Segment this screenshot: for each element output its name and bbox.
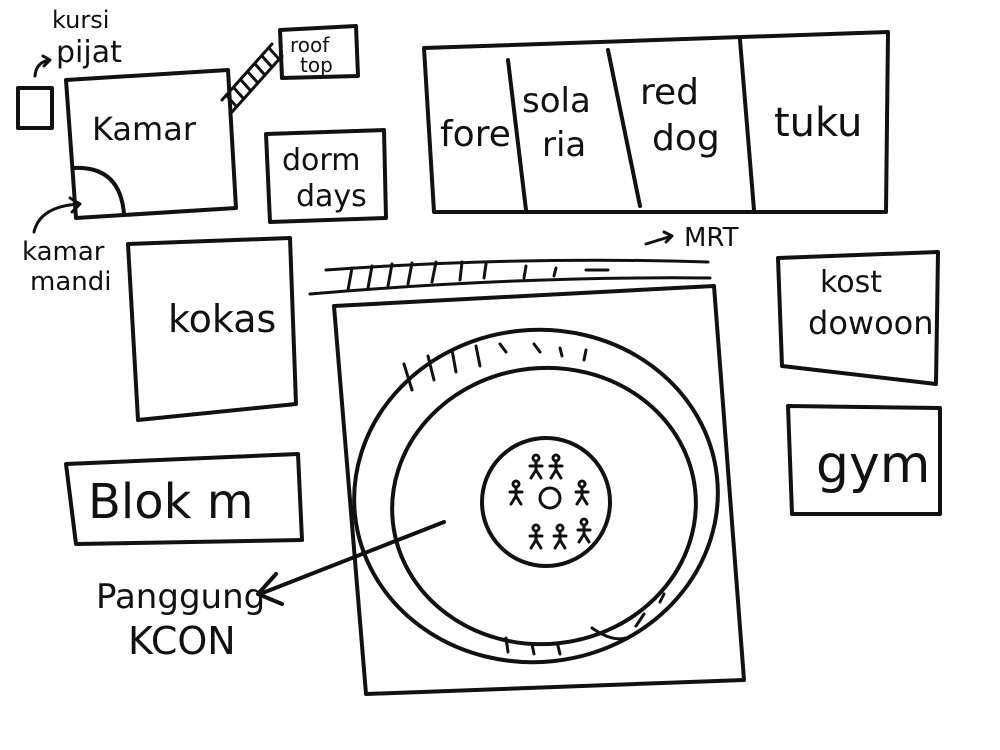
kamar-mandi-arrow	[32, 196, 82, 234]
rooftop-label-2: top	[300, 53, 333, 77]
blok-m-group: Blok m	[64, 452, 304, 546]
red-dog-label-1: red	[640, 72, 699, 113]
kokas-box	[126, 236, 298, 422]
mrt-label: MRT	[684, 223, 739, 253]
food-strip-group: fore sola ria red dog tuku	[422, 30, 890, 214]
kamar-label: Kamar	[92, 110, 197, 148]
performer-figure	[574, 486, 590, 506]
performer-figure	[528, 530, 544, 550]
stadium-seat-ticks-top	[402, 342, 588, 392]
kamar-group: Kamar kamar mandi	[22, 68, 238, 297]
stadium-group	[256, 258, 746, 696]
kost-dowoon-box	[776, 250, 940, 386]
dorm-days-box	[264, 128, 388, 224]
rooftop-group: roof top	[278, 24, 360, 80]
kursi-pijat-group: kursi pijat	[16, 6, 122, 130]
kost-dowoon-label-2: dowoon	[808, 304, 934, 342]
solaria-label-1: sola	[522, 81, 591, 121]
tuku-label: tuku	[774, 100, 862, 146]
gym-box	[786, 404, 942, 516]
kursi-pijat-arrow	[33, 54, 52, 78]
stadium-seat-ticks-bottom	[504, 592, 666, 656]
performer-figure	[548, 460, 564, 480]
dorm-days-label-1: dorm	[282, 143, 360, 178]
kamar-mandi-arc	[72, 165, 126, 216]
stadium-roof-line-2	[308, 276, 712, 296]
performers	[508, 453, 592, 550]
stage-center	[538, 486, 562, 510]
performer-figure	[576, 524, 592, 544]
mrt-arrow	[644, 230, 674, 246]
dorm-days-label-2: days	[296, 179, 367, 214]
stadium-seating-inner	[390, 365, 698, 647]
rooftop-label-1: roof	[290, 33, 330, 57]
kamar-box	[64, 68, 238, 220]
blok-m-label: Blok m	[88, 474, 253, 530]
performer-figure	[528, 460, 544, 480]
gym-group: gym	[786, 404, 942, 516]
kokas-group: kokas	[126, 236, 298, 422]
panggung-arrow	[256, 520, 446, 606]
kursi-pijat-label-1: kursi	[52, 6, 109, 34]
blok-m-box	[64, 452, 304, 546]
mrt-group: MRT	[644, 223, 739, 253]
fore-label: fore	[440, 114, 511, 155]
panggung-label-2: KCON	[128, 619, 236, 663]
kokas-label: kokas	[168, 297, 276, 341]
stadium-roof-ticks	[346, 260, 610, 292]
stage-circle	[480, 436, 612, 568]
performer-figure	[552, 530, 568, 550]
solaria-label-2: ria	[542, 125, 586, 165]
kursi-pijat-label-2: pijat	[56, 35, 122, 70]
performer-figure	[508, 486, 524, 506]
panggung-label-1: Panggung	[96, 577, 265, 617]
stadium-roof-line-1	[324, 258, 710, 272]
dorm-days-group: dorm days	[264, 128, 388, 224]
stadium-seating-outer	[352, 327, 720, 665]
kost-dowoon-group: kost dowoon	[776, 250, 940, 386]
rooftop-box	[278, 24, 360, 80]
red-dog-label-2: dog	[652, 118, 720, 159]
kamar-mandi-label-2: mandi	[30, 267, 111, 297]
stadium-outer-box	[332, 284, 746, 696]
rooftop-ladder	[220, 42, 284, 114]
kamar-mandi-label-1: kamar	[22, 237, 105, 267]
kost-dowoon-label-1: kost	[820, 265, 882, 300]
food-strip-box	[422, 30, 890, 214]
gym-label: gym	[816, 435, 930, 495]
kursi-pijat-box	[16, 86, 54, 130]
panggung-kcon-group: Panggung KCON	[96, 577, 265, 663]
